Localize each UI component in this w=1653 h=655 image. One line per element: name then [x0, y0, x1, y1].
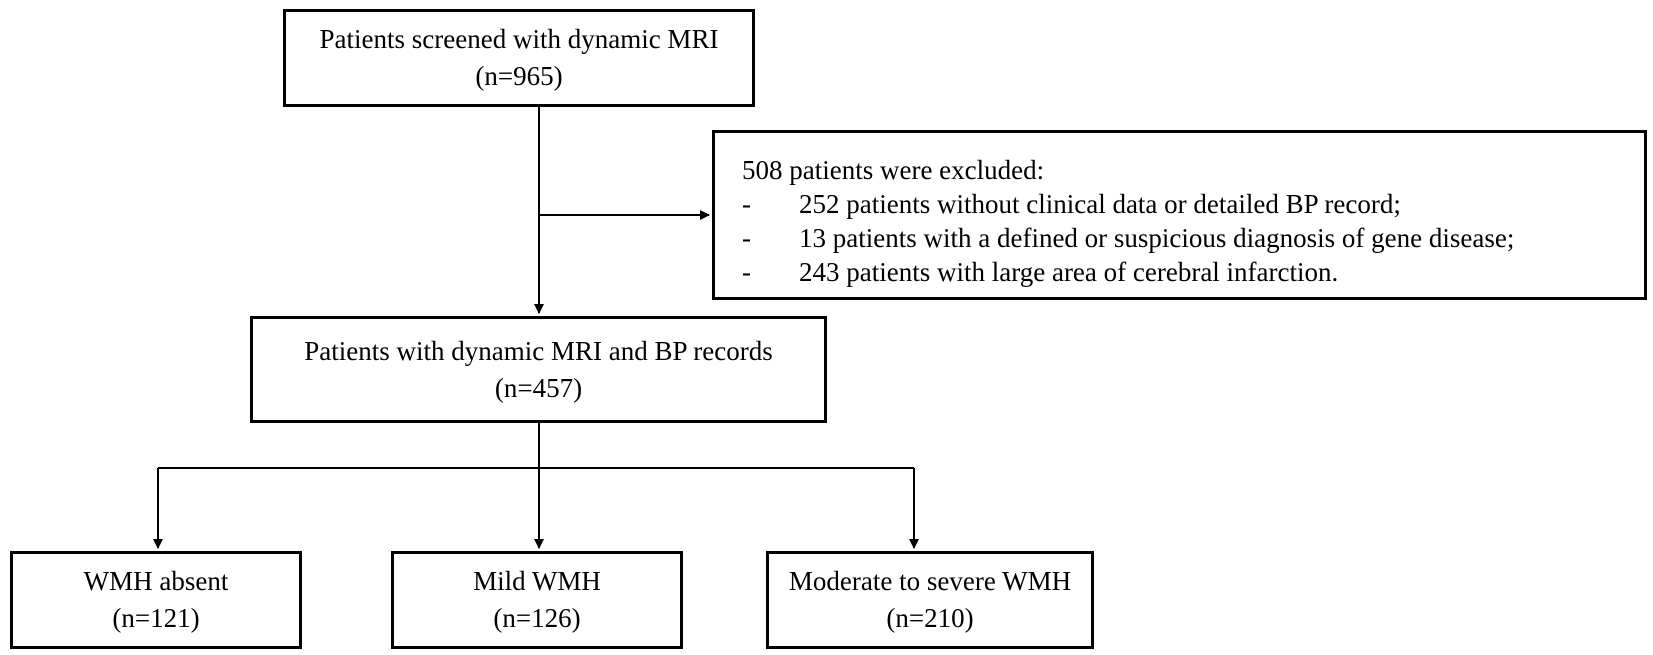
excluded-item-bullet: - — [742, 223, 751, 253]
screened-title: Patients screened with dynamic MRI — [319, 24, 719, 54]
excluded-item-text: 13 patients with a defined or suspicious… — [799, 223, 1515, 253]
excluded-item: - 13 patients with a defined or suspicio… — [742, 221, 1644, 255]
group-count: (n=126) — [493, 603, 581, 633]
included-title: Patients with dynamic MRI and BP records — [304, 335, 773, 366]
excluded-item-text: 252 patients without clinical data or de… — [799, 189, 1401, 219]
group-title: WMH absent — [83, 566, 229, 596]
excluded-item-text: 243 patients with large area of cerebral… — [799, 257, 1339, 287]
excluded-item: - 243 patients with large area of cerebr… — [742, 255, 1644, 289]
screened-count: (n=965) — [475, 61, 563, 91]
group-box-moderate-severe-wmh: Moderate to severe WMH (n=210) — [766, 551, 1094, 649]
excluded-box: 508 patients were excluded: - 252 patien… — [712, 130, 1647, 300]
group-count: (n=210) — [886, 603, 974, 633]
included-count: (n=457) — [494, 372, 583, 403]
excluded-item: - 252 patients without clinical data or … — [742, 187, 1644, 221]
group-count: (n=121) — [112, 603, 200, 633]
included-box: Patients with dynamic MRI and BP records… — [250, 316, 827, 423]
excluded-item-bullet: - — [742, 189, 751, 219]
group-title: Mild WMH — [473, 566, 601, 596]
group-box-wmh-absent: WMH absent (n=121) — [10, 551, 302, 649]
excluded-header: 508 patients were excluded: — [742, 155, 1045, 185]
group-title: Moderate to severe WMH — [788, 566, 1072, 596]
excluded-item-bullet: - — [742, 257, 751, 287]
screened-box: Patients screened with dynamic MRI (n=96… — [283, 9, 755, 107]
group-box-mild-wmh: Mild WMH (n=126) — [391, 551, 683, 649]
